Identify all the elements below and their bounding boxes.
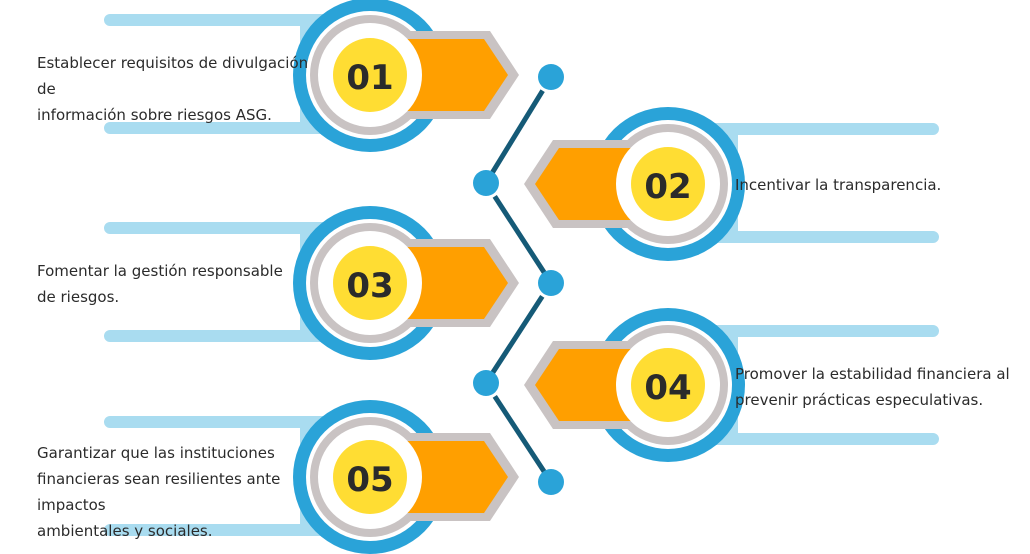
step-04: 04 bbox=[524, 308, 939, 462]
step-badge bbox=[333, 440, 407, 514]
step-number: 01 bbox=[346, 58, 393, 98]
step-text-line: Establecer requisitos de divulgación de bbox=[37, 54, 309, 98]
connector-line bbox=[483, 75, 554, 185]
step-text-line: información sobre riesgos ASG. bbox=[37, 106, 272, 124]
step-text-line: Garantizar que las instituciones bbox=[37, 444, 275, 462]
step-badge bbox=[631, 348, 705, 422]
step-number: 02 bbox=[644, 167, 691, 207]
step-03-text: Fomentar la gestión responsable de riesg… bbox=[37, 258, 327, 310]
connector-line bbox=[483, 181, 554, 285]
step-number: 03 bbox=[346, 266, 393, 306]
step-badge bbox=[333, 246, 407, 320]
step-05-text: Garantizar que las instituciones financi… bbox=[37, 440, 327, 544]
step-02: 02 bbox=[524, 107, 939, 261]
connector-dot bbox=[473, 370, 499, 396]
step-01-text: Establecer requisitos de divulgación de … bbox=[37, 50, 327, 128]
connector bbox=[473, 64, 564, 495]
step-number: 05 bbox=[346, 460, 393, 500]
step-text-line: ambientales y sociales. bbox=[37, 522, 213, 540]
connector-dot bbox=[538, 64, 564, 90]
connector-dot bbox=[473, 170, 499, 196]
step-03: 03 bbox=[104, 206, 519, 360]
step-text-line: Promover la estabilidad financiera al bbox=[735, 365, 1010, 383]
step-badge bbox=[333, 38, 407, 112]
step-number: 04 bbox=[644, 368, 691, 408]
connector-dot bbox=[538, 469, 564, 495]
step-badge bbox=[631, 147, 705, 221]
step-text-line: Fomentar la gestión responsable bbox=[37, 262, 283, 280]
connector-line bbox=[483, 381, 554, 484]
step-text-line: financieras sean resilientes ante impact… bbox=[37, 470, 281, 514]
step-text-line: prevenir prácticas especulativas. bbox=[735, 391, 984, 409]
step-04-text: Promover la estabilidad financiera al pr… bbox=[735, 361, 1015, 413]
connector-dot bbox=[538, 270, 564, 296]
step-text-line: de riesgos. bbox=[37, 288, 120, 306]
connector-line bbox=[483, 281, 554, 385]
step-05: 05 bbox=[104, 400, 519, 554]
step-text-line: Incentivar la transparencia. bbox=[735, 176, 942, 194]
step-02-text: Incentivar la transparencia. bbox=[735, 172, 1015, 198]
step-01: 01 bbox=[104, 0, 519, 152]
